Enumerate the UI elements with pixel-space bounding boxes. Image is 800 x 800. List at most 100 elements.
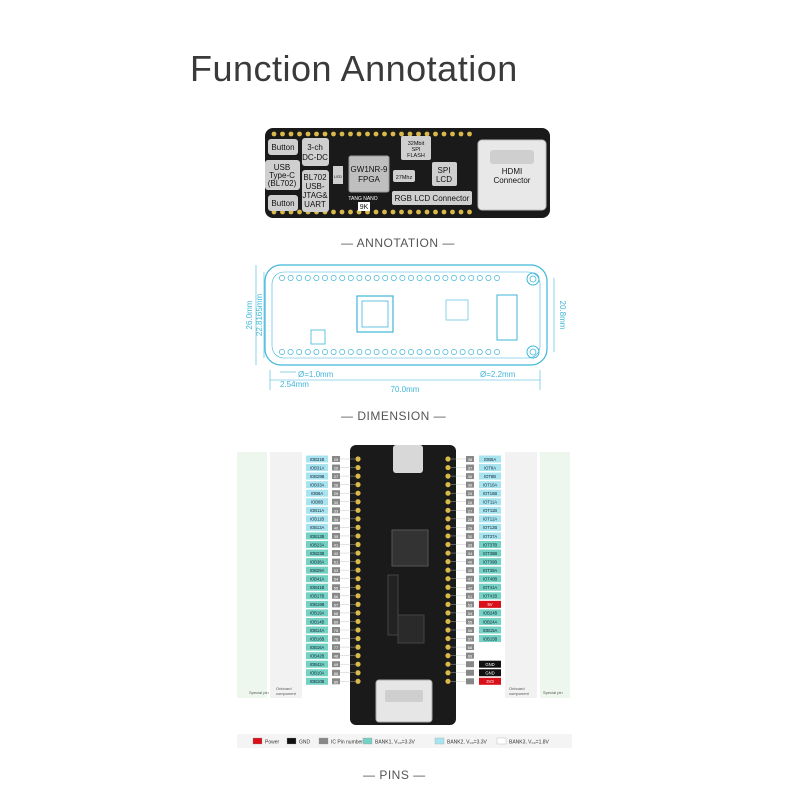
right-pin-number: 56 — [468, 628, 473, 633]
right-pin-code-box — [479, 523, 501, 531]
header-hole — [382, 209, 387, 215]
left-pin-code: IOB42B — [310, 653, 325, 658]
board-pin-right — [445, 635, 451, 642]
dim-hole — [356, 349, 363, 355]
left-pin-code-box — [306, 600, 328, 608]
dim-hole — [330, 349, 337, 355]
board-pin-left — [355, 627, 361, 633]
header-hole — [373, 131, 379, 137]
left-pin-code-box — [306, 523, 328, 531]
header-hole — [390, 131, 396, 137]
right-pin-code: GND — [485, 662, 494, 667]
left-pin-number: 30 — [334, 500, 339, 505]
dim-hole — [365, 275, 371, 281]
bl702-label-1: BL702 — [303, 173, 327, 182]
left-pin-code: IOB16B — [310, 636, 325, 641]
left-pin-number-box — [332, 515, 340, 522]
left-pin-code: IOB10A — [310, 671, 325, 676]
right-pin-number-box — [466, 627, 474, 633]
left-pin-number-box — [332, 558, 340, 565]
right-pin-code-box — [479, 481, 501, 489]
left-pin-code: IOB14A — [310, 628, 325, 633]
right-pin-code-box — [479, 566, 501, 574]
board-pin-right — [445, 507, 451, 513]
dim-hole — [296, 349, 303, 355]
left-pin-code: IOB8A — [311, 491, 324, 496]
board-pin-left — [355, 593, 361, 599]
left-pin-code-box — [306, 635, 328, 643]
right-pin-number-box — [466, 661, 474, 668]
right-pin-number-box — [466, 507, 474, 514]
left-pin-code-box — [306, 566, 328, 574]
dim-hole — [330, 275, 337, 281]
right-pin-code-box — [479, 617, 501, 625]
right-pin-code-box — [479, 669, 501, 677]
dim-hole — [485, 275, 492, 281]
board-pin-left — [355, 541, 361, 548]
left-pin-code: IOB29B — [310, 474, 325, 479]
flash-label-3: FLASH — [407, 153, 425, 159]
left-pin-code: IOB41A — [310, 577, 325, 582]
right-pin-code: IOT39B — [483, 559, 498, 564]
right-pin-code-box — [479, 472, 501, 480]
left-pin-number-box — [332, 456, 340, 462]
board-pin-left — [355, 524, 361, 531]
right-pin-code-box — [479, 558, 501, 566]
left-pin-number: 26 — [334, 466, 339, 471]
page-title: Function Annotation — [190, 48, 518, 89]
board-pin-right — [445, 601, 451, 607]
left-pin-code: IOB33A — [310, 482, 325, 487]
board-pin-right — [445, 499, 451, 505]
silk-name: TANG NANO — [348, 196, 377, 202]
header-hole — [467, 209, 472, 215]
right-pin-code-box — [479, 660, 501, 668]
right-pin-code: IOT41A — [483, 585, 498, 590]
dim-hole — [442, 275, 449, 281]
left-pin-code-box — [306, 660, 328, 668]
left-pin-number: 77 — [334, 645, 339, 650]
right-pin-number: 40 — [468, 560, 473, 565]
dim-hole — [476, 275, 483, 281]
left-pin-number-box — [332, 464, 340, 471]
left-pin-number-box — [332, 541, 340, 548]
right-pin-number-box — [466, 464, 474, 471]
right-pin-code-box — [479, 532, 501, 540]
dim-hole — [304, 349, 311, 355]
header-hole — [339, 209, 345, 215]
left-pin-number: 57 — [334, 602, 339, 607]
right-pin-number: 38 — [468, 457, 473, 462]
caption-annotation: — ANNOTATION — — [341, 236, 455, 250]
header-hole — [314, 131, 319, 137]
dim-hole — [451, 349, 457, 355]
right-pin-number-box — [466, 601, 474, 608]
right-pin-code: IOB15A — [483, 628, 498, 633]
dim-hole — [347, 275, 354, 281]
left-pin-number-box — [332, 592, 340, 599]
board-pin-left — [355, 567, 361, 573]
board-pin-right — [445, 610, 451, 616]
dim-hole-small: Ø=1.0mm — [298, 370, 334, 379]
left-pin-number: 33 — [334, 508, 339, 513]
left-pin-number: 75 — [334, 628, 339, 633]
right-pin-code: IOT11A — [483, 500, 497, 505]
left-pin-number: 27 — [334, 474, 339, 479]
right-pin-code-box — [479, 515, 501, 523]
right-pin-code: IOT12A — [483, 517, 498, 522]
right-special-label: Special pin — [543, 690, 563, 695]
left-pin-number-box — [332, 550, 340, 557]
left-pin-number: 41 — [334, 543, 339, 548]
left-pin-number-box — [332, 669, 340, 676]
right-pin-code-box — [479, 626, 501, 634]
right-pin-code: IOB5A — [484, 457, 497, 462]
left-pin-number-box — [332, 661, 340, 668]
header-hole — [450, 209, 455, 215]
legend-swatch — [434, 737, 445, 745]
left-pin-code: IOB14B — [310, 619, 325, 624]
right-pin-number-box — [466, 592, 474, 599]
right-pin-code-box — [479, 575, 501, 583]
left-pin-number: 42 — [334, 551, 339, 556]
board-pin-left — [355, 584, 361, 590]
right-pin-number-box — [466, 473, 474, 480]
